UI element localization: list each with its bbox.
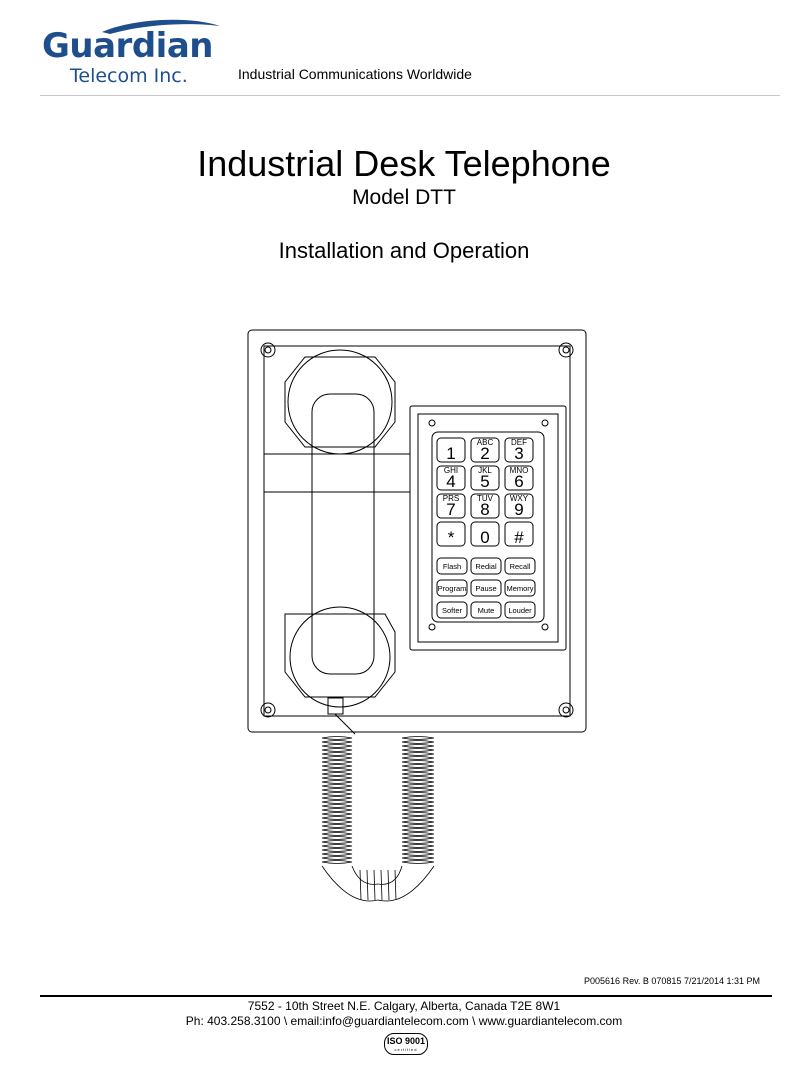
footer-divider xyxy=(40,995,772,997)
key-letters: MNO xyxy=(510,466,529,475)
company-contact: Ph: 403.258.3100 \ email:info@guardiante… xyxy=(185,1014,623,1028)
model-name: Model DTT xyxy=(352,186,456,209)
function-key-label: Mute xyxy=(478,606,495,615)
function-key-label: Pause xyxy=(475,584,496,593)
earpiece-cradle xyxy=(284,356,396,448)
function-key-memory[interactable]: Memory xyxy=(504,579,536,597)
function-key-pause[interactable]: Pause xyxy=(470,579,502,597)
key-digit: 0 xyxy=(480,528,489,547)
brand-subtitle: Telecom Inc. xyxy=(70,65,188,87)
coiled-cord xyxy=(321,736,435,902)
key-digit: 3 xyxy=(514,444,523,463)
key-star[interactable]: * xyxy=(436,521,466,547)
function-key-louder[interactable]: Louder xyxy=(504,601,536,619)
phone-face xyxy=(263,345,571,717)
function-key-recall[interactable]: Recall xyxy=(504,557,536,575)
key-letters: WXY xyxy=(510,494,529,503)
key-letters: TUV xyxy=(477,494,494,503)
logo-swoosh-icon xyxy=(102,19,220,34)
function-key-softer[interactable]: Softer xyxy=(436,601,468,619)
key-digit: 5 xyxy=(480,472,489,491)
key-letters: GHI xyxy=(444,466,458,475)
key-letters: JKL xyxy=(478,466,492,475)
key-digit: 9 xyxy=(514,500,523,519)
key-digit: 2 xyxy=(480,444,489,463)
key-1[interactable]: 1 xyxy=(436,437,466,463)
brand-name: Guardian xyxy=(42,26,213,66)
function-key-mute[interactable]: Mute xyxy=(470,601,502,619)
function-key-label: Program xyxy=(438,584,467,593)
key-digit: 6 xyxy=(514,472,523,491)
function-key-label: Memory xyxy=(506,584,533,593)
function-key-label: Flash xyxy=(443,562,461,571)
key-hash[interactable]: # xyxy=(504,521,534,547)
keypad-plate xyxy=(409,405,567,651)
key-digit: # xyxy=(514,528,524,547)
revision-note: P005616 Rev. B 070815 7/21/2014 1:31 PM xyxy=(584,976,760,986)
iso-sublabel: certified xyxy=(394,1047,418,1052)
company-logo: Guardian Telecom Inc. xyxy=(40,18,230,88)
function-key-redial[interactable]: Redial xyxy=(470,557,502,575)
section-title: Installation and Operation xyxy=(278,238,530,263)
key-digit: 7 xyxy=(446,500,455,519)
function-key-label: Softer xyxy=(442,606,463,615)
key-letters: ABC xyxy=(477,438,494,447)
function-key-flash[interactable]: Flash xyxy=(436,557,468,575)
key-letters: DEF xyxy=(511,438,527,447)
key-digit: * xyxy=(448,528,455,547)
function-key-program[interactable]: Program xyxy=(436,579,468,597)
header-divider xyxy=(40,95,780,96)
key-digit: 4 xyxy=(446,472,455,491)
key-0[interactable]: 0 xyxy=(470,521,500,547)
phone-housing xyxy=(247,329,587,733)
key-digit: 8 xyxy=(480,500,489,519)
handset xyxy=(311,393,375,675)
cradle-bar xyxy=(263,453,411,493)
document-title: Industrial Desk Telephone xyxy=(197,143,611,184)
function-key-label: Louder xyxy=(508,606,532,615)
tagline: Industrial Communications Worldwide xyxy=(238,66,472,82)
iso-label: ISO 9001 xyxy=(386,1036,426,1046)
key-letters: PRS xyxy=(443,494,459,503)
mouthpiece-cradle xyxy=(284,613,396,698)
company-address: 7552 - 10th Street N.E. Calgary, Alberta… xyxy=(247,999,561,1013)
screw-icon xyxy=(260,342,574,718)
key-digit: 1 xyxy=(446,444,455,463)
function-key-label: Recall xyxy=(510,562,531,571)
iso-badge: ISO 9001 certified xyxy=(384,1033,428,1055)
function-key-label: Redial xyxy=(475,562,497,571)
